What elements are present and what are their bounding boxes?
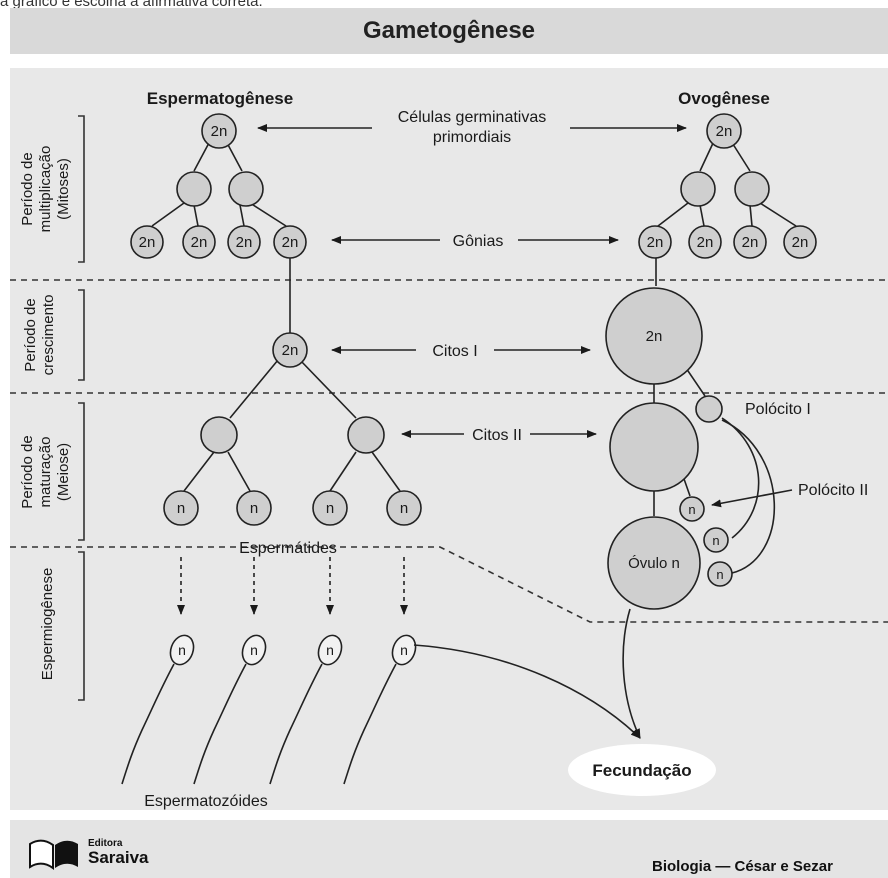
cell-label: 2n	[282, 342, 299, 359]
footer-bar	[10, 820, 888, 878]
ovulo-label: Óvulo n	[628, 555, 680, 572]
period-multiplication-line3: (Mitoses)	[55, 158, 72, 220]
cell-label: 2n	[697, 234, 714, 251]
cell-label: n	[400, 500, 408, 517]
label-germ-cells-line2: primordiais	[433, 129, 511, 146]
cut-off-question-text: a gráfico e escolha a afirmativa correta…	[0, 0, 263, 10]
cell-label: 2n	[646, 328, 663, 345]
cell-label: n	[250, 500, 258, 517]
period-maturation-line2: maturação	[37, 437, 54, 508]
publisher-name: Saraiva	[88, 848, 149, 867]
source-credit: Biologia — César e Sezar	[652, 858, 833, 875]
spermatozoon	[269, 634, 343, 785]
bracket-spermiogenesis	[78, 551, 85, 701]
label-polocito-2: Polócito II	[798, 482, 868, 499]
period-maturation-line1: Período de	[19, 435, 36, 508]
label-germ-cells-line1: Células germinativas	[398, 109, 547, 126]
period-multiplication-line2: multiplicação	[37, 146, 54, 233]
cell-label: n	[716, 567, 723, 582]
period-growth-line1: Período de	[22, 298, 39, 371]
label-citos-1: Citos I	[432, 343, 477, 360]
title-bar: Gametogênese	[10, 8, 888, 54]
cell-label: n	[326, 642, 334, 658]
period-growth-line2: crescimento	[40, 295, 57, 376]
cell-label: n	[250, 642, 258, 658]
cell-label: n	[326, 500, 334, 517]
cell-label: n	[712, 533, 719, 548]
cell-label: 2n	[716, 123, 733, 140]
spermatozoon	[121, 634, 195, 785]
separator-spermiogenesis	[10, 546, 888, 623]
cell-label: 2n	[191, 234, 208, 251]
column-header-spermatogenesis: Espermatogênese	[147, 89, 293, 108]
cell-label: 2n	[792, 234, 809, 251]
bracket-maturation	[78, 402, 85, 541]
cell-label: 2n	[211, 123, 228, 140]
label-espermatides: Espermátides	[239, 540, 337, 557]
label-polocito-1: Polócito I	[745, 401, 811, 418]
spermatozoon	[343, 634, 417, 785]
cell-label: 2n	[139, 234, 156, 251]
spermatozoon	[193, 634, 267, 785]
cell-label: n	[400, 642, 408, 658]
label-citos-2: Citos II	[472, 427, 522, 444]
diagram-title: Gametogênese	[362, 17, 536, 44]
publisher-small: Editora	[88, 838, 123, 849]
label-gonias: Gônias	[453, 233, 504, 250]
label-fecundacao: Fecundação	[592, 761, 691, 780]
cell-label: n	[177, 500, 185, 517]
cell-label: n	[178, 642, 186, 658]
bracket-growth	[78, 289, 85, 381]
column-header-oogenesis: Ovogênese	[678, 89, 770, 108]
cell-label: 2n	[742, 234, 759, 251]
cell-label: 2n	[236, 234, 253, 251]
saraiva-book-logo-icon	[29, 839, 78, 870]
bracket-multiplication	[78, 115, 85, 263]
period-spermiogenesis: Espermiogênese	[39, 568, 56, 681]
cell-label: 2n	[282, 234, 299, 251]
label-espermatozoides: Espermatozóides	[144, 793, 268, 810]
cell-label: n	[688, 502, 695, 517]
period-maturation-line3: (Meiose)	[55, 443, 72, 501]
period-multiplication-line1: Período de	[19, 152, 36, 225]
fecundacao-ellipse	[568, 744, 716, 796]
cell-label: 2n	[647, 234, 664, 251]
